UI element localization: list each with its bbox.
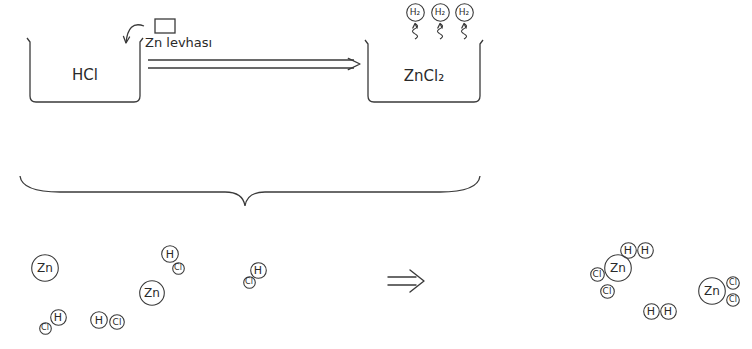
atom-circle: Cl bbox=[726, 276, 740, 290]
node-label: Zn bbox=[610, 262, 626, 274]
connector bbox=[438, 24, 443, 40]
atom-circle: H bbox=[637, 242, 654, 259]
node-label: Zn levhası bbox=[145, 36, 212, 49]
gas-bubble: H₂ bbox=[431, 3, 450, 22]
atom-circle: Zn bbox=[604, 254, 632, 282]
node-label: HCl bbox=[72, 68, 98, 83]
zinc-plate: Zn levhası bbox=[143, 18, 215, 58]
node-label: Cl bbox=[41, 324, 49, 332]
atom-circle: H bbox=[50, 309, 67, 326]
gas-bubble: H₂ bbox=[406, 3, 425, 22]
connector bbox=[462, 24, 467, 40]
node-label: Cl bbox=[245, 278, 253, 286]
node-label: Cl bbox=[593, 270, 602, 279]
node-label: H bbox=[166, 249, 174, 260]
atom-circle: Zn bbox=[31, 254, 59, 282]
node-label: H bbox=[54, 312, 62, 323]
node-label: Zn bbox=[37, 262, 53, 274]
atom-circle: Cl bbox=[600, 284, 615, 299]
node-label: H bbox=[647, 306, 655, 317]
node-label: H bbox=[254, 265, 262, 276]
atom-circle: Cl bbox=[726, 293, 740, 307]
beaker: HCl bbox=[30, 40, 140, 102]
connector bbox=[148, 58, 360, 69]
gas-bubble: H₂ bbox=[455, 3, 474, 22]
node-label: Zn bbox=[704, 285, 720, 297]
atom-circle: H bbox=[620, 242, 637, 259]
node-label: Zn bbox=[144, 287, 160, 299]
node-label: H bbox=[95, 315, 103, 326]
node-label: H₂ bbox=[410, 8, 420, 17]
atom-circle: H bbox=[660, 303, 677, 320]
node-label: H₂ bbox=[459, 8, 469, 17]
atom-circle: Cl bbox=[109, 314, 125, 330]
connector bbox=[413, 24, 418, 40]
atom-circle: H bbox=[643, 303, 660, 320]
atom-circle: Cl bbox=[39, 322, 52, 335]
reaction-arrow bbox=[388, 270, 424, 292]
node-label: Cl bbox=[729, 279, 737, 287]
node-label: Cl bbox=[174, 264, 182, 272]
atom-circle: H bbox=[90, 311, 108, 329]
node-label: H bbox=[624, 245, 632, 256]
atom-circle: H bbox=[250, 262, 267, 279]
node-label: H₂ bbox=[435, 8, 445, 17]
atom-circle: Cl bbox=[243, 276, 256, 289]
atom-circle: H bbox=[161, 245, 179, 263]
node-label: Cl bbox=[729, 296, 737, 304]
atom-circle: Cl bbox=[590, 267, 605, 282]
node-label: ZnCl₂ bbox=[404, 69, 444, 84]
beaker: ZnCl₂ bbox=[368, 42, 480, 102]
atom-circle: Cl bbox=[172, 262, 185, 275]
curly-brace bbox=[20, 176, 480, 206]
atom-circle: Zn bbox=[139, 280, 165, 306]
node-label: H bbox=[664, 306, 672, 317]
atom-circle: Zn bbox=[698, 277, 726, 305]
node-label: Cl bbox=[113, 318, 122, 327]
node-label: H bbox=[641, 245, 649, 256]
node-label: Cl bbox=[603, 287, 612, 296]
